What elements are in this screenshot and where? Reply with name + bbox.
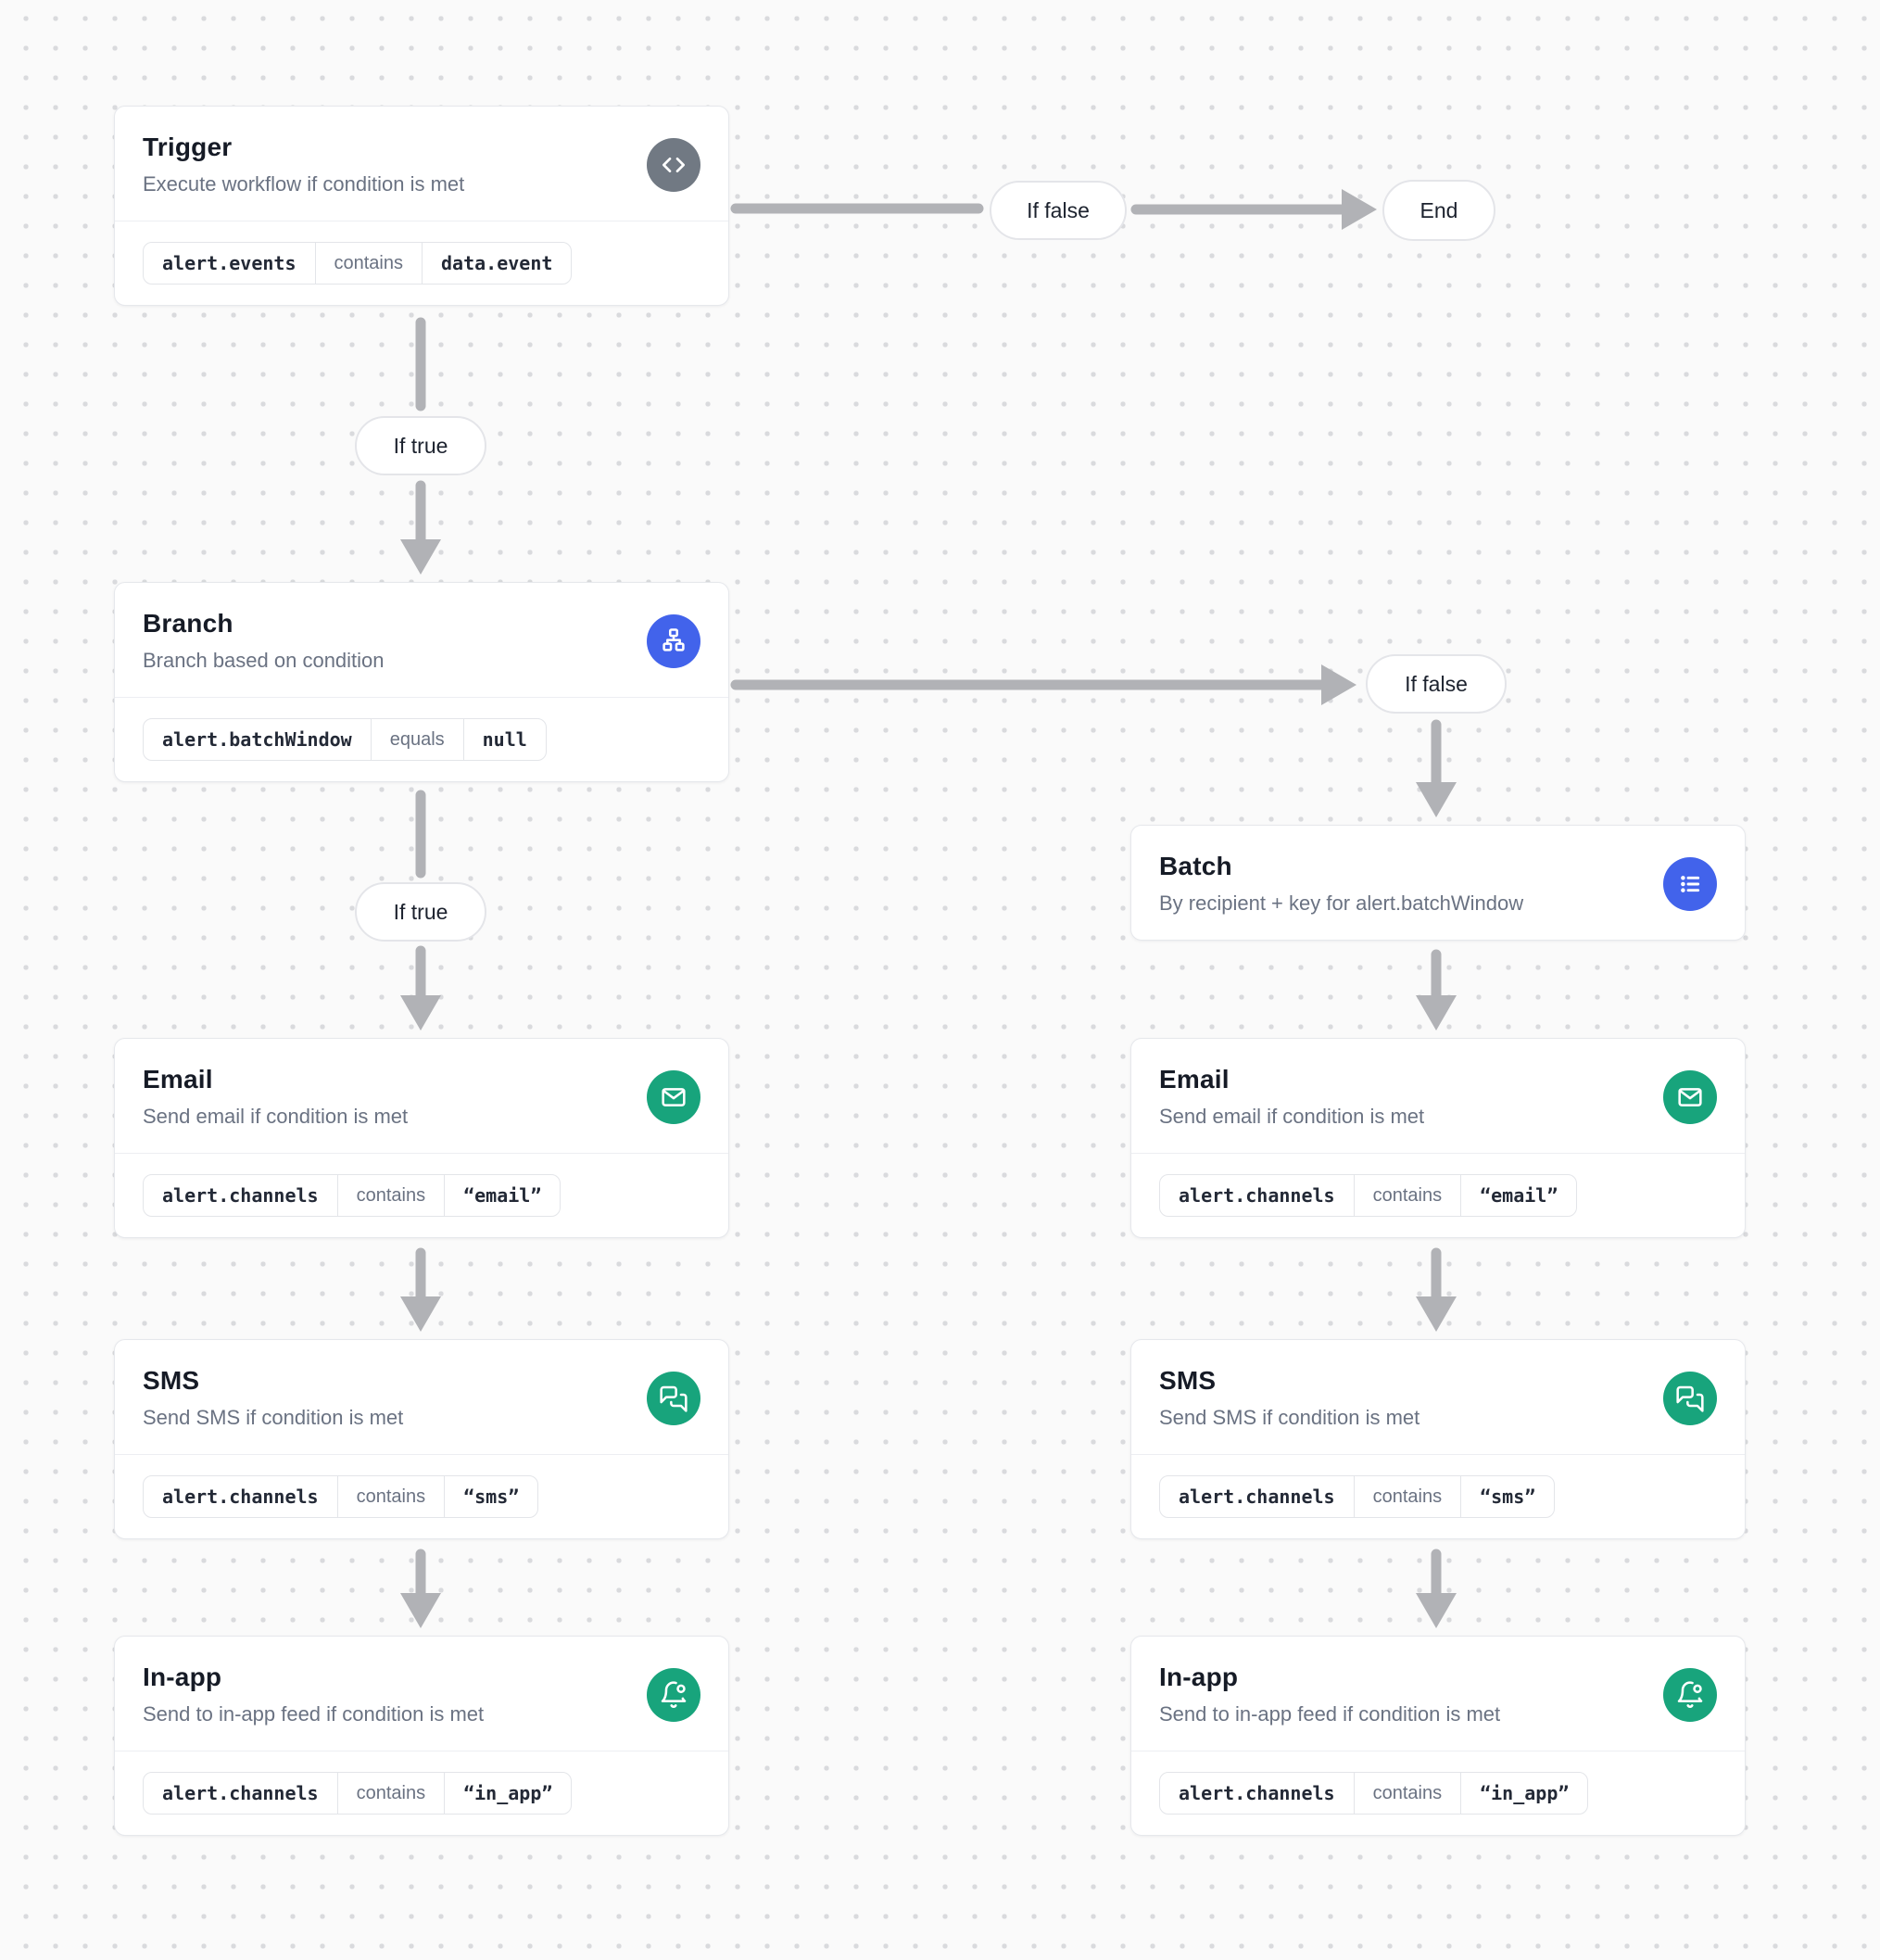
node-title: Trigger xyxy=(143,133,233,161)
condition-chip: alert.events contains data.event xyxy=(143,242,573,285)
node-title: Email xyxy=(1159,1065,1230,1094)
condition-operator: contains xyxy=(336,1476,445,1517)
condition-chip: alert.channels contains “email” xyxy=(1159,1174,1578,1217)
edge-sms-inapp-left-arrowhead xyxy=(400,1593,441,1628)
condition-operator: equals xyxy=(370,719,463,760)
node-title: In-app xyxy=(143,1663,222,1691)
node-title: Email xyxy=(143,1065,213,1094)
edge-label-if-true-top: If true xyxy=(355,416,486,475)
condition-value: data.event xyxy=(422,243,571,284)
condition-field: alert.channels xyxy=(162,1782,319,1804)
edge-iftrue-email-arrowhead xyxy=(400,995,441,1031)
end-node: End xyxy=(1382,180,1495,241)
edge-email-sms-left-arrowhead xyxy=(400,1296,441,1332)
edge-sms-inapp-right-arrowhead xyxy=(1416,1593,1457,1628)
condition-field: alert.channels xyxy=(162,1486,319,1508)
condition-field: alert.events xyxy=(162,252,297,274)
node-subtitle: Send SMS if condition is met xyxy=(1159,1406,1420,1429)
chat-icon xyxy=(1663,1371,1717,1425)
condition-value: null xyxy=(462,719,546,760)
edge-label-if-false-top: If false xyxy=(990,181,1127,240)
email-node-right[interactable]: Email Send email if condition is met ale… xyxy=(1130,1038,1746,1238)
node-subtitle: Send email if condition is met xyxy=(143,1105,409,1128)
condition-chip: alert.channels contains “sms” xyxy=(1159,1475,1556,1518)
condition-field: alert.batchWindow xyxy=(162,728,352,751)
node-subtitle: Send to in-app feed if condition is met xyxy=(1159,1702,1501,1726)
trigger-node[interactable]: Trigger Execute workflow if condition is… xyxy=(114,106,729,306)
condition-chip: alert.channels contains “sms” xyxy=(143,1475,539,1518)
sitemap-icon xyxy=(647,613,700,668)
edge-iftrue-branch-arrowhead xyxy=(400,539,441,575)
condition-operator: contains xyxy=(1353,1476,1461,1517)
node-subtitle: Execute workflow if condition is met xyxy=(143,172,465,196)
edge-iffalse-end-arrowhead xyxy=(1342,189,1377,230)
branch-node[interactable]: Branch Branch based on condition alert.b… xyxy=(114,582,729,782)
condition-field: alert.channels xyxy=(1179,1184,1335,1207)
email-node-left[interactable]: Email Send email if condition is met ale… xyxy=(114,1038,729,1238)
condition-operator: contains xyxy=(314,243,423,284)
condition-chip: alert.channels contains “in_app” xyxy=(1159,1772,1589,1815)
condition-field: alert.channels xyxy=(1179,1486,1335,1508)
condition-operator: contains xyxy=(336,1773,445,1814)
node-subtitle: Send email if condition is met xyxy=(1159,1105,1425,1128)
condition-value: “in_app” xyxy=(1460,1773,1587,1814)
edge-batch-email-arrowhead xyxy=(1416,995,1457,1031)
condition-value: “sms” xyxy=(1460,1476,1554,1517)
condition-field: alert.channels xyxy=(1179,1782,1335,1804)
edge-label-if-false-bottom: If false xyxy=(1366,654,1507,714)
inapp-node-left[interactable]: In-app Send to in-app feed if condition … xyxy=(114,1636,729,1836)
condition-field: alert.channels xyxy=(162,1184,319,1207)
node-subtitle: Send SMS if condition is met xyxy=(143,1406,404,1429)
node-title: SMS xyxy=(1159,1366,1217,1395)
mail-icon xyxy=(1663,1069,1717,1124)
condition-chip: alert.channels contains “email” xyxy=(143,1174,561,1217)
chat-icon xyxy=(647,1371,700,1425)
bell-icon xyxy=(1663,1667,1717,1722)
node-subtitle: By recipient + key for alert.batchWindow xyxy=(1159,891,1524,915)
edge-label-if-true-bottom: If true xyxy=(355,882,486,942)
code-icon xyxy=(647,137,700,192)
condition-value: “email” xyxy=(444,1175,560,1216)
batch-node[interactable]: Batch By recipient + key for alert.batch… xyxy=(1130,825,1746,941)
node-title: Branch xyxy=(143,609,233,638)
condition-operator: contains xyxy=(336,1175,445,1216)
node-title: In-app xyxy=(1159,1663,1239,1691)
edge-branch-iffalse-arrowhead xyxy=(1321,664,1356,705)
condition-value: “in_app” xyxy=(444,1773,571,1814)
list-icon xyxy=(1663,856,1717,911)
sms-node-right[interactable]: SMS Send SMS if condition is met alert.c… xyxy=(1130,1339,1746,1539)
mail-icon xyxy=(647,1069,700,1124)
inapp-node-right[interactable]: In-app Send to in-app feed if condition … xyxy=(1130,1636,1746,1836)
condition-chip: alert.channels contains “in_app” xyxy=(143,1772,573,1815)
condition-operator: contains xyxy=(1353,1773,1461,1814)
edge-iffalse-batch-arrowhead xyxy=(1416,782,1457,817)
node-title: SMS xyxy=(143,1366,200,1395)
condition-value: “sms” xyxy=(444,1476,537,1517)
sms-node-left[interactable]: SMS Send SMS if condition is met alert.c… xyxy=(114,1339,729,1539)
node-subtitle: Branch based on condition xyxy=(143,649,385,672)
condition-chip: alert.batchWindow equals null xyxy=(143,718,547,761)
node-title: Batch xyxy=(1159,852,1232,880)
node-subtitle: Send to in-app feed if condition is met xyxy=(143,1702,485,1726)
condition-operator: contains xyxy=(1353,1175,1461,1216)
bell-icon xyxy=(647,1667,700,1722)
edge-email-sms-right-arrowhead xyxy=(1416,1296,1457,1332)
condition-value: “email” xyxy=(1460,1175,1576,1216)
